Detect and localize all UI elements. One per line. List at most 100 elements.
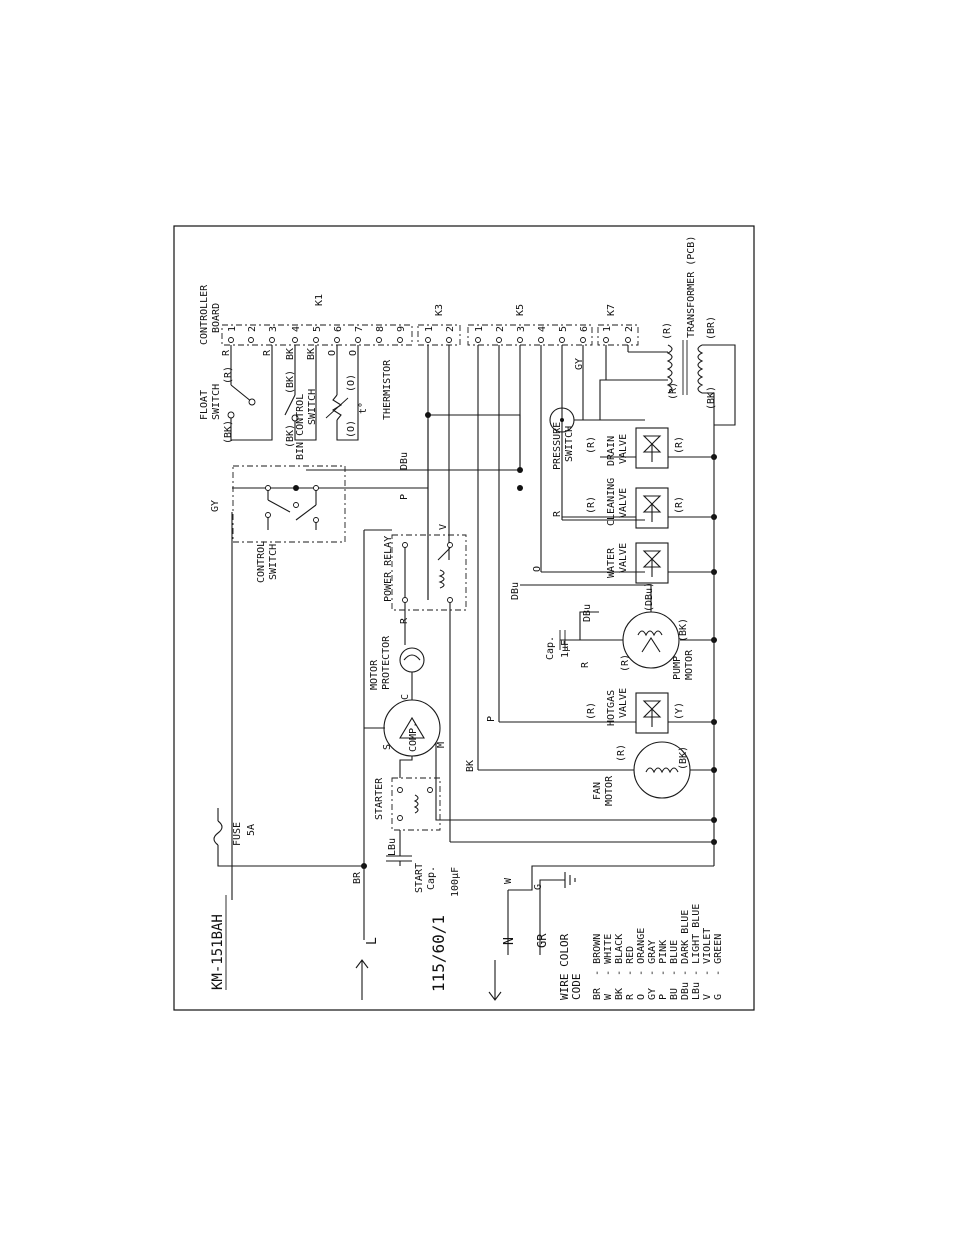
- compressor-s: S: [382, 744, 393, 750]
- float-switch: [227, 360, 273, 441]
- wire-v: V: [438, 524, 449, 530]
- pump-motor: [520, 584, 680, 669]
- k5-pin-1: 1: [474, 326, 485, 332]
- board-k3-label: K3: [434, 304, 445, 316]
- transformer: [606, 340, 736, 426]
- fan-motor-r: (R): [616, 744, 627, 762]
- starter: [391, 756, 441, 831]
- wire-g: G: [533, 884, 544, 890]
- supply-voltage-label: 115/60/1: [429, 915, 448, 992]
- board-wire-drops: [427, 345, 629, 770]
- hotgas-valve: [499, 692, 669, 734]
- k1-pin-6: 6: [333, 326, 344, 332]
- transformer-r1: (R): [662, 322, 673, 340]
- thermistor-t: t°: [358, 402, 369, 414]
- transformer-br: (BR): [706, 316, 717, 340]
- pump-motor-label-2: MOTOR: [684, 649, 695, 680]
- hotgas-valve-label-2: VALVE: [618, 688, 629, 718]
- k1-pin-8: 8: [375, 326, 386, 332]
- cleaning-valve: [562, 487, 669, 529]
- float-switch-label-2: SWITCH: [211, 384, 222, 420]
- board-k5-label: K5: [515, 304, 526, 316]
- fan-motor-bk: (BK): [678, 746, 689, 770]
- fuse-label-1: FUSE: [232, 822, 243, 846]
- board-title-1: CONTROLLER: [199, 284, 210, 345]
- legend-item: BU - BLUE: [669, 940, 680, 1000]
- wire-br: BR: [352, 871, 363, 884]
- bin-control-label-2: SWITCH: [307, 389, 318, 425]
- water-valve-label-1: WATER: [606, 547, 617, 578]
- power-relay: [391, 534, 467, 842]
- legend-item: DBu - DARK BLUE: [680, 910, 691, 1000]
- wire-dbu: DBu: [399, 452, 410, 470]
- wire-o: O: [532, 566, 543, 572]
- power-relay-label: POWER RELAY: [383, 536, 394, 602]
- wire-gy-2: GY: [574, 358, 585, 370]
- legend-item: BR - BROWN: [592, 934, 603, 1000]
- board-k3: [417, 324, 461, 346]
- k1-wire-5: BK: [306, 348, 317, 360]
- thermistor-o1: (O): [346, 374, 357, 392]
- thermistor-o2: (O): [346, 420, 357, 438]
- pump-wire-r: R: [580, 661, 591, 668]
- k1-pin-9: 9: [396, 326, 407, 332]
- board-title-2: BOARD: [211, 303, 222, 333]
- diagram-frame: [173, 225, 755, 1011]
- k7-pin-2: 2: [624, 326, 635, 332]
- supply-arrows: [355, 959, 502, 1001]
- fan-motor-label-2: MOTOR: [604, 775, 615, 806]
- k5-pin-6: 6: [579, 326, 590, 332]
- k5-pin-4: 4: [537, 326, 548, 332]
- main-wiring: [231, 414, 645, 900]
- motor-protector-label-1: MOTOR: [369, 659, 380, 690]
- thermistor: [325, 360, 359, 441]
- board-k5: [467, 324, 593, 346]
- legend-item: V - VIOLET: [702, 928, 713, 1000]
- k5-pin-3: 3: [516, 326, 527, 332]
- k1-pin-2: 2: [247, 326, 258, 332]
- k1-pin-5: 5: [312, 326, 323, 332]
- pump-cap-label-1: Cap.: [545, 636, 556, 660]
- pump-motor-bk: (BK): [678, 618, 689, 642]
- board-k1-label: K1: [314, 294, 325, 306]
- hotgas-valve-label-1: HOTGAS: [606, 690, 617, 726]
- bin-control-bk-2: (BK): [285, 424, 296, 448]
- compressor-m: M: [436, 742, 447, 748]
- pressure-switch-label-2: SWITCH: [564, 426, 575, 462]
- water-valve-label-2: VALVE: [618, 543, 629, 573]
- fan-motor-label-1: FAN: [592, 782, 603, 800]
- starter-label: STARTER: [374, 777, 385, 820]
- wire-gy: GY: [210, 500, 221, 512]
- cleaning-valve-label-2: VALVE: [618, 488, 629, 518]
- line-feed: [213, 529, 392, 940]
- drain-valve-r2: (R): [674, 436, 685, 454]
- legend-item: O - ORANGE: [636, 928, 647, 1000]
- k1-wire-4: BK: [285, 348, 296, 360]
- start-cap-label-2: Cap.: [426, 866, 437, 890]
- cleaning-valve-r2: (R): [674, 496, 685, 514]
- pump-motor-r: (R): [620, 654, 631, 672]
- wire-w: W: [503, 877, 514, 884]
- neutral-rail: [440, 425, 715, 891]
- model-label: KM-151BAH: [210, 914, 226, 990]
- hotgas-valve-r: (R): [586, 702, 597, 720]
- k1-wire-3: R: [262, 349, 273, 356]
- k7-pin-1: 1: [602, 326, 613, 332]
- float-switch-bk: (BK): [223, 420, 234, 444]
- legend-item: LBu - LIGHT BLUE: [691, 904, 702, 1000]
- board-k1: [221, 324, 413, 346]
- compressor-label: COMP.: [408, 722, 419, 752]
- pump-motor-label-1: PUMP: [672, 656, 683, 680]
- k1-pin-3: 3: [268, 326, 279, 332]
- transformer-label: TRANSFORMER (PCB): [686, 236, 697, 338]
- wire-r-clean: R: [552, 510, 563, 517]
- drain-valve: [600, 427, 669, 469]
- supply-neutral-label: N: [502, 937, 517, 945]
- bin-control-label-1: BIN CONTROL: [295, 394, 306, 460]
- drain-valve-label-2: VALVE: [618, 434, 629, 464]
- bin-control-bk-1: (BK): [285, 370, 296, 394]
- k1-wire-7: O: [348, 350, 359, 356]
- start-cap-label-1: START: [414, 863, 425, 893]
